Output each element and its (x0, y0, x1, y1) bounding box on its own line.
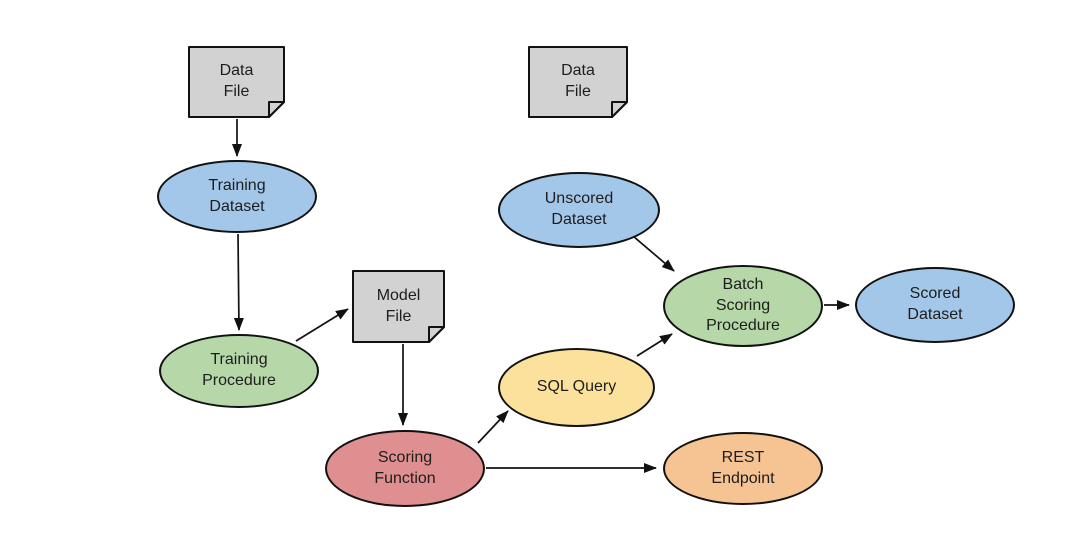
edge-sql-query-to-batch-scoring-procedure (636, 333, 673, 357)
node-label: Model File (376, 286, 421, 325)
node-training-procedure: Training Procedure (159, 334, 319, 408)
node-label: Scoring Function (374, 448, 436, 487)
node-label: Data File (219, 62, 254, 100)
node-label: Data File (561, 62, 595, 100)
node-label: Unscored Dataset (544, 190, 614, 228)
node-training-dataset: Training Dataset (157, 160, 317, 233)
edge-training-dataset-to-training-procedure (233, 233, 244, 331)
node-data-file-train: Data File (188, 46, 285, 118)
node-scoring-function: Scoring Function (325, 430, 485, 507)
node-unscored-dataset: Unscored Dataset (498, 172, 660, 248)
edge-training-procedure-to-model-file (295, 308, 349, 342)
document-icon (188, 46, 285, 118)
node-model-file: Model File (352, 270, 445, 343)
node-data-file-score: Data File (528, 46, 628, 118)
node-label: Training Dataset (208, 176, 266, 215)
node-batch-scoring-procedure: Batch Scoring Procedure (663, 265, 823, 347)
node-sql-query: SQL Query (498, 348, 655, 427)
node-rest-endpoint: REST Endpoint (663, 432, 823, 505)
node-label: Scored Dataset (907, 285, 963, 323)
edge-scoring-function-to-sql-query (477, 410, 509, 444)
node-label: Training Procedure (202, 351, 276, 389)
document-icon (528, 46, 628, 118)
document-icon (352, 270, 445, 343)
node-label: Batch Scoring Procedure (706, 275, 780, 335)
node-scored-dataset: Scored Dataset (855, 267, 1015, 343)
node-label: SQL Query (536, 378, 617, 396)
edge-unscored-dataset-to-batch-scoring-procedure (632, 235, 675, 272)
node-label: REST Endpoint (711, 448, 775, 487)
